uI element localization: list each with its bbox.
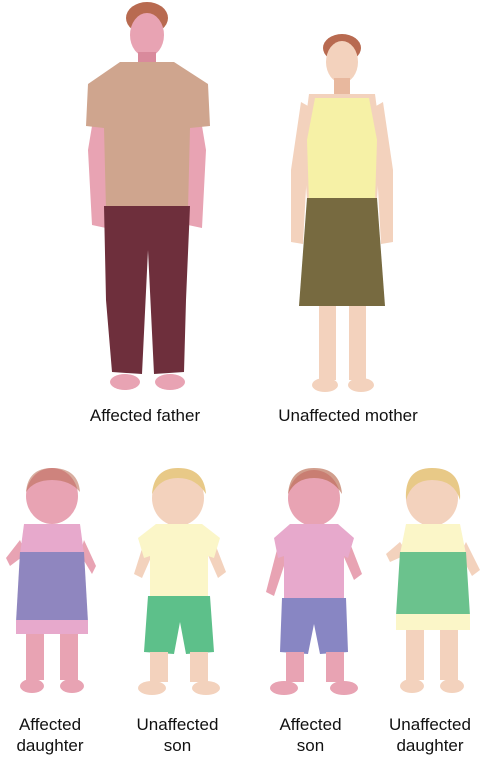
label-affected-son-line1: Affected: [279, 715, 342, 734]
label-unaffected-son: Unaffected son: [120, 714, 235, 756]
label-affected-son-line2: son: [296, 736, 325, 755]
unaffected-mother-figure: [285, 30, 400, 395]
affected-son-figure: [262, 462, 367, 702]
label-affected-son: Affected son: [258, 714, 363, 756]
label-affected-father: Affected father: [60, 405, 230, 426]
label-unaffected-daughter-line2: daughter: [396, 736, 464, 755]
unaffected-son-figure: [128, 462, 233, 702]
label-affected-daughter-line1: Affected: [18, 715, 82, 734]
label-unaffected-son-line2: son: [163, 736, 192, 755]
affected-father-figure: [80, 0, 220, 395]
unaffected-daughter-figure: [382, 462, 485, 702]
label-unaffected-mother-text: Unaffected mother: [278, 406, 418, 425]
affected-daughter-figure: [0, 462, 105, 702]
label-affected-father-text: Affected father: [89, 406, 201, 425]
label-unaffected-mother: Unaffected mother: [258, 405, 438, 426]
label-affected-daughter: Affected daughter: [0, 714, 100, 756]
label-unaffected-daughter-line1: Unaffected: [389, 715, 471, 734]
label-affected-daughter-line2: daughter: [16, 736, 84, 755]
label-unaffected-son-line1: Unaffected: [136, 715, 219, 734]
label-unaffected-daughter: Unaffected daughter: [375, 714, 485, 756]
